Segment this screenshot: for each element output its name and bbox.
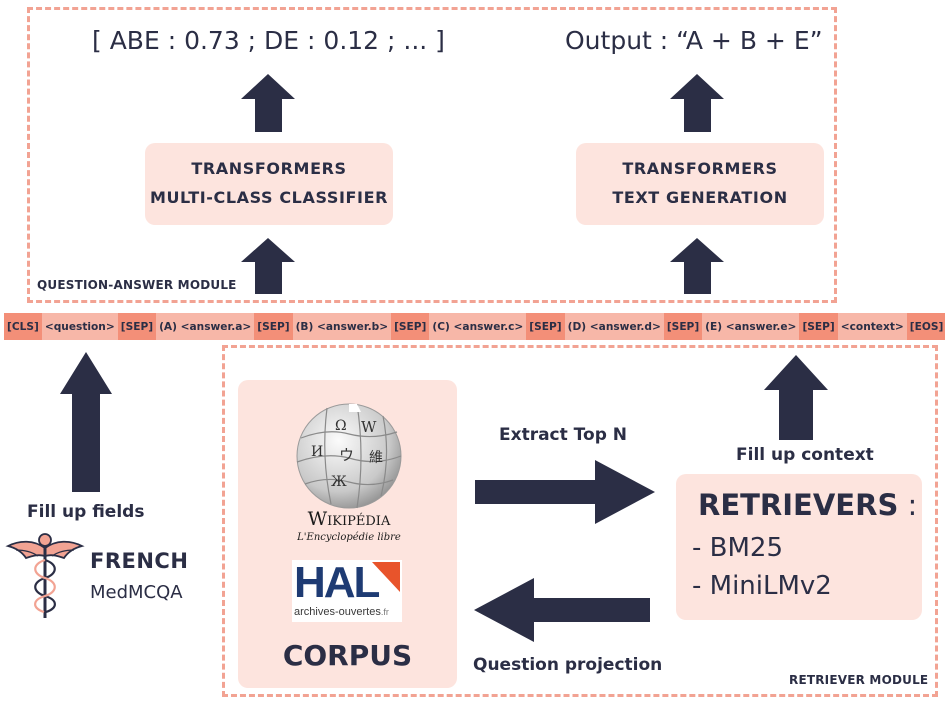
wikipedia-tagline: L'Encyclopédie libre xyxy=(297,532,401,543)
special-token: [SEP] xyxy=(391,313,430,340)
wikipedia-wordmark: Wikipédia xyxy=(307,508,391,530)
fill-up-context-label: Fill up context xyxy=(736,445,874,465)
retriever-item-minilm: - MiniLMv2 xyxy=(692,571,832,601)
retrievers-box xyxy=(676,474,922,620)
retriever-item-bm25: - BM25 xyxy=(692,533,783,563)
field-token: <question> xyxy=(44,320,115,333)
retriever-module-label: RETRIEVER MODULE xyxy=(789,673,929,687)
special-token: [SEP] xyxy=(117,313,157,340)
wikipedia-globe-icon: Ω W И ウ 維 Ж xyxy=(296,403,402,509)
generator-output-arrow xyxy=(670,74,724,132)
classifier-box: TRANSFORMERS MULTI-CLASS CLASSIFIER xyxy=(145,143,393,225)
question-projection-label: Question projection xyxy=(473,655,663,675)
classifier-title-line2: MULTI-CLASS CLASSIFIER xyxy=(149,188,389,207)
question-answer-module-label: QUESTION-ANSWER MODULE xyxy=(37,278,237,292)
fill-fields-arrow xyxy=(60,352,112,492)
special-token: [CLS] xyxy=(4,313,42,340)
special-token: [SEP] xyxy=(254,313,293,340)
hal-wordmark: HAL xyxy=(294,558,380,607)
special-token: [EOS] xyxy=(906,313,945,340)
projection-arrow xyxy=(474,578,650,642)
retrievers-colon: : xyxy=(907,488,918,522)
wiki-letter-2: W xyxy=(361,418,377,436)
special-token: [SEP] xyxy=(526,313,565,340)
wiki-letter-6: Ж xyxy=(331,474,347,490)
hal-subtitle: archives-ouvertes xyxy=(294,606,381,618)
hal-suffix: .fr xyxy=(380,607,389,617)
fill-context-arrow xyxy=(764,355,828,440)
question-answer-module xyxy=(27,7,837,303)
input-sequence-bar: [CLS]<question>[SEP](A) <answer.a>[SEP](… xyxy=(4,313,945,340)
special-token: [SEP] xyxy=(663,313,703,340)
hal-logo: HAL archives-ouvertes.fr xyxy=(292,558,402,622)
wiki-letter-1: Ω xyxy=(335,418,347,434)
retriever-module xyxy=(222,345,938,697)
sequence-to-generator-arrow xyxy=(670,238,724,294)
field-token: (A) <answer.a> xyxy=(159,320,252,333)
retrievers-title: RETRIEVERS xyxy=(698,488,899,522)
dataset-subtitle: MedMCQA xyxy=(90,582,183,603)
field-token: (E) <answer.e> xyxy=(705,320,797,333)
generation-output: Output : “A + B + E” xyxy=(565,26,823,55)
sequence-to-classifier-arrow xyxy=(241,238,295,294)
wiki-letter-5: 維 xyxy=(369,450,383,466)
wiki-letter-4: ウ xyxy=(339,446,354,464)
dataset-name: FRENCH xyxy=(90,549,189,573)
extract-arrow xyxy=(475,460,655,524)
classifier-output-arrow xyxy=(241,74,295,132)
extract-top-n-label: Extract Top N xyxy=(499,425,628,445)
retrievers-title-line: RETRIEVERS : xyxy=(698,488,917,522)
field-token: (D) <answer.d> xyxy=(567,320,661,333)
fill-up-fields-label: Fill up fields xyxy=(27,502,145,522)
caduceus-icon xyxy=(5,533,85,618)
corpus-label: CORPUS xyxy=(282,639,413,672)
generator-box: TRANSFORMERS TEXT GENERATION xyxy=(576,143,824,225)
field-token: (C) <answer.c> xyxy=(432,320,524,333)
classifier-title-line1: TRANSFORMERS xyxy=(191,159,347,178)
hal-orange-corner-icon xyxy=(372,562,400,592)
field-token: <context> xyxy=(840,320,904,333)
generator-title-line1: TRANSFORMERS xyxy=(622,159,778,178)
special-token: [SEP] xyxy=(799,313,838,340)
wiki-letter-3: И xyxy=(311,444,323,460)
classifier-output: [ ABE : 0.73 ; DE : 0.12 ; ... ] xyxy=(92,26,445,55)
field-token: (B) <answer.b> xyxy=(295,320,389,333)
generator-title-line2: TEXT GENERATION xyxy=(612,188,788,207)
